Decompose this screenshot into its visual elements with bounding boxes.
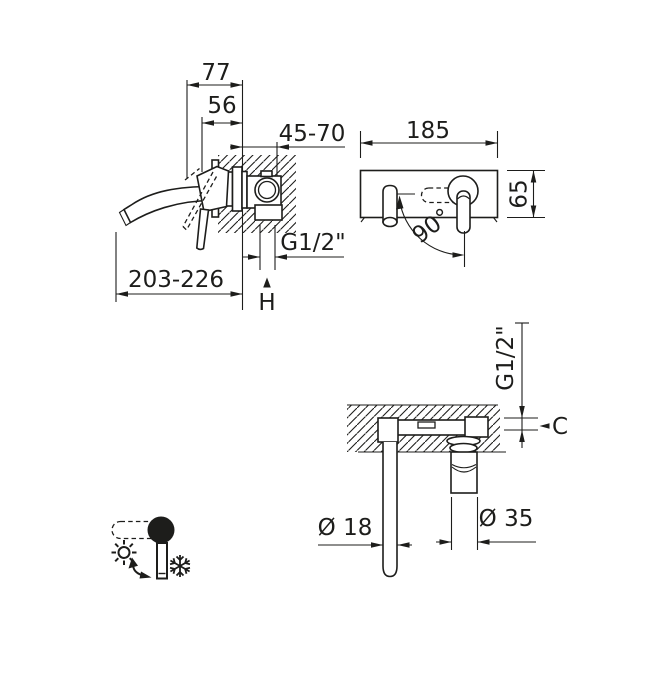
handle-alt-position-dashed	[182, 171, 214, 227]
dim-label-spout-diameter: Ø 18	[318, 515, 373, 541]
dim-label-plate-width: 185	[406, 118, 450, 144]
handle-rotation-arc	[399, 199, 461, 256]
handle-detail	[111, 516, 191, 580]
h-reference-arrow-icon	[263, 277, 271, 288]
handle-knob	[147, 516, 175, 544]
dim-label-plate-height: 65	[507, 179, 533, 208]
side-view: 77 56 45-70 G1/2" 203-226 H	[115, 60, 346, 316]
spout-tube	[382, 442, 398, 578]
dim-label-projection-total: 77	[201, 60, 230, 86]
snowflake-icon	[169, 555, 191, 577]
dim-label-spout-reach: 203-226	[128, 267, 224, 293]
mix-rotation-arrow-icon	[128, 557, 152, 579]
ref-label-h: H	[258, 290, 275, 316]
section-view: G1/2" C Ø 18 Ø 35	[318, 322, 568, 578]
handle-lever-detail	[156, 542, 168, 580]
cartridge-housing	[464, 416, 489, 438]
dim-label-depth-range: 45-70	[279, 121, 346, 147]
spout-side	[122, 185, 213, 224]
spout-front	[382, 184, 398, 223]
handle-lever-side	[195, 208, 210, 251]
ref-label-c: C	[552, 414, 568, 440]
handle-horizontal-dashed	[420, 187, 471, 204]
dim-label-thread-side: G1/2"	[280, 230, 345, 256]
dim-label-handle-diameter: Ø 35	[479, 506, 534, 532]
c-reference-arrow-icon	[539, 423, 550, 429]
handle-cone-side	[196, 165, 230, 213]
dim-label-thread-section: G1/2"	[493, 325, 519, 390]
front-view: 185 65 90°	[359, 118, 545, 267]
sun-icon	[111, 540, 137, 565]
dim-label-projection-inner: 56	[207, 93, 236, 119]
spout-outlet	[382, 216, 398, 228]
spout-elbow	[377, 417, 399, 443]
handle-lever-front	[456, 190, 471, 234]
